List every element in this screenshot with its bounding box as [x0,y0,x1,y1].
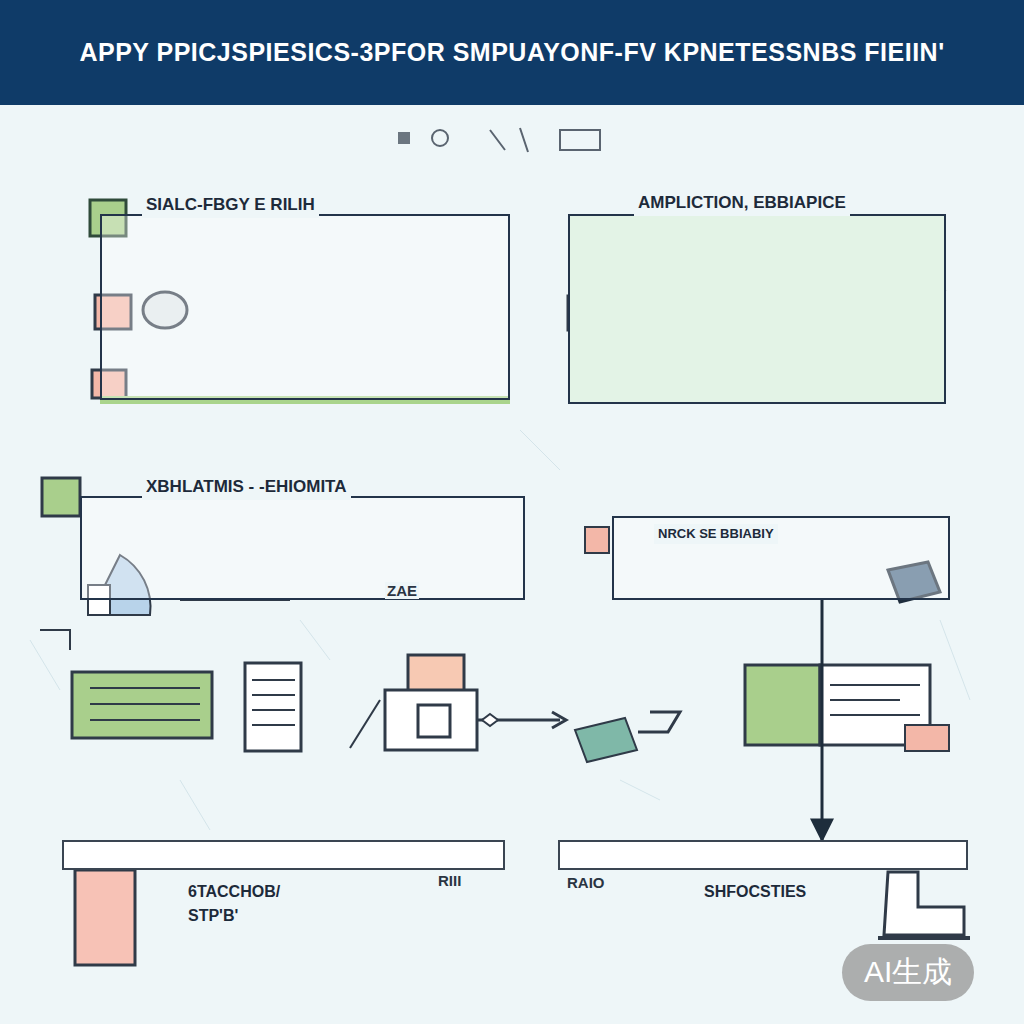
box-heading: SHFOCSTIES [700,880,810,904]
process-box: XBHLATMIS - -EHIOMITA [80,496,525,600]
note-text: RIII [436,872,463,889]
box-heading: SIALC-FBGY E RILIH [142,192,319,218]
box-heading: AMPLICTION, EBBIAPICE [634,190,850,216]
box-heading: NRCK SE BBIABIY [654,524,778,544]
box-heading: XBHLATMIS - -EHIOMITA [142,474,351,500]
process-box: 6TACCHOB/ STP'B' [62,840,505,870]
diagram-title: APPY PPICJSPIESICS-3PFOR SMPUAYONF-FV KP… [0,0,1024,105]
process-box: SIALC-FBGY E RILIH [100,214,510,400]
box-heading: 6TACCHOB/ STP'B' [184,880,332,928]
watermark: AI生成 [842,944,974,1001]
flow-arrow [821,600,824,840]
process-box: NRCK SE BBIABIY [612,516,950,600]
process-box: AMPLICTION, EBBIAPICE [568,214,946,404]
process-box: SHFOCSTIES [558,840,968,870]
note-text: ZAE [385,582,419,599]
note-text: RAIO [565,874,607,891]
